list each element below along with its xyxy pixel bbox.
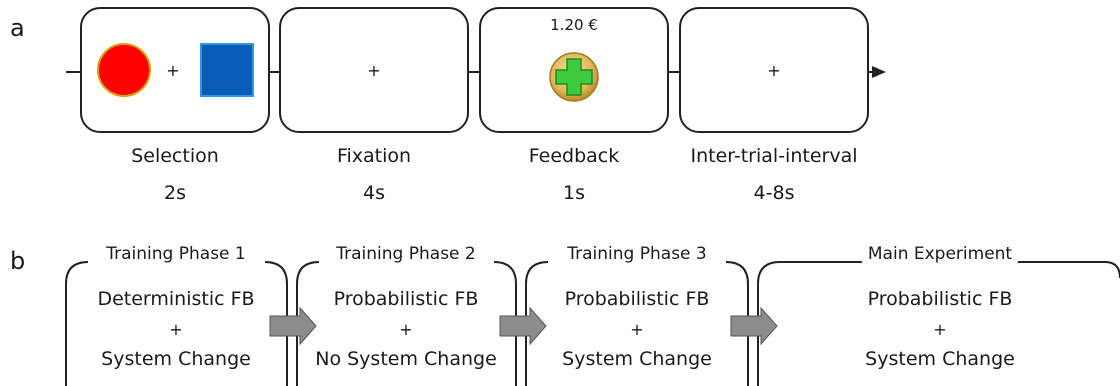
phase-plus: + <box>630 320 644 339</box>
phase3-right-bracket <box>725 261 749 386</box>
phase-arrow <box>499 306 547 346</box>
feedback-screen: 1.20 € <box>479 7 669 133</box>
phase-plus: + <box>933 320 947 339</box>
phase-system-condition: System Change <box>101 348 251 370</box>
stage-duration: 4-8s <box>753 182 795 204</box>
phase-arrow <box>730 306 778 346</box>
phase-feedback-type: Probabilistic FB <box>333 288 479 310</box>
phase-system-condition: System Change <box>562 348 712 370</box>
phase-title: Training Phase 2 <box>330 246 482 263</box>
phase-plus: + <box>399 320 413 339</box>
phase1-left-bracket <box>65 261 89 386</box>
stage-name: Feedback <box>528 145 620 167</box>
phase-title: Main Experiment <box>861 246 1019 263</box>
phase2-left-bracket <box>296 261 320 386</box>
fixation-cross: + <box>166 61 180 80</box>
phase-system-condition: No System Change <box>315 348 497 370</box>
fixation-cross: + <box>367 61 381 80</box>
red-circle-stimulus <box>97 43 151 97</box>
stage-name: Inter-trial-interval <box>690 145 858 167</box>
phase-feedback-type: Deterministic FB <box>97 288 255 310</box>
phase-arrow <box>269 306 317 346</box>
selection-stimuli <box>97 43 254 97</box>
phase-system-condition: System Change <box>865 348 1015 370</box>
fixation-screen: + <box>279 7 469 133</box>
blue-square-stimulus <box>200 43 254 97</box>
panel-b-letter: b <box>10 247 26 275</box>
phase-title: Training Phase 3 <box>561 246 713 263</box>
phase3-left-bracket <box>525 261 549 386</box>
phase-feedback-type: Probabilistic FB <box>564 288 710 310</box>
iti-screen: + <box>679 7 869 133</box>
coin-graphic <box>549 52 599 102</box>
phase-plus: + <box>169 320 183 339</box>
main-left-bracket <box>757 261 781 386</box>
phase1-right-bracket <box>264 261 288 386</box>
stage-duration: 4s <box>363 182 385 204</box>
fixation-cross: + <box>767 61 781 80</box>
stage-duration: 2s <box>164 182 186 204</box>
phase-title: Training Phase 1 <box>100 246 252 263</box>
green-plus-icon <box>555 58 593 96</box>
timeline-arrowhead <box>872 66 886 78</box>
selection-screen: + <box>80 7 270 133</box>
stage-name: Selection <box>131 145 219 167</box>
phase-feedback-type: Probabilistic FB <box>867 288 1013 310</box>
main-right-corner <box>1104 261 1120 279</box>
feedback-amount: 1.20 € <box>550 16 598 34</box>
phase2-right-bracket <box>493 261 517 386</box>
stage-duration: 1s <box>563 182 585 204</box>
panel-a-letter: a <box>10 14 25 42</box>
stage-name: Fixation <box>336 145 412 167</box>
